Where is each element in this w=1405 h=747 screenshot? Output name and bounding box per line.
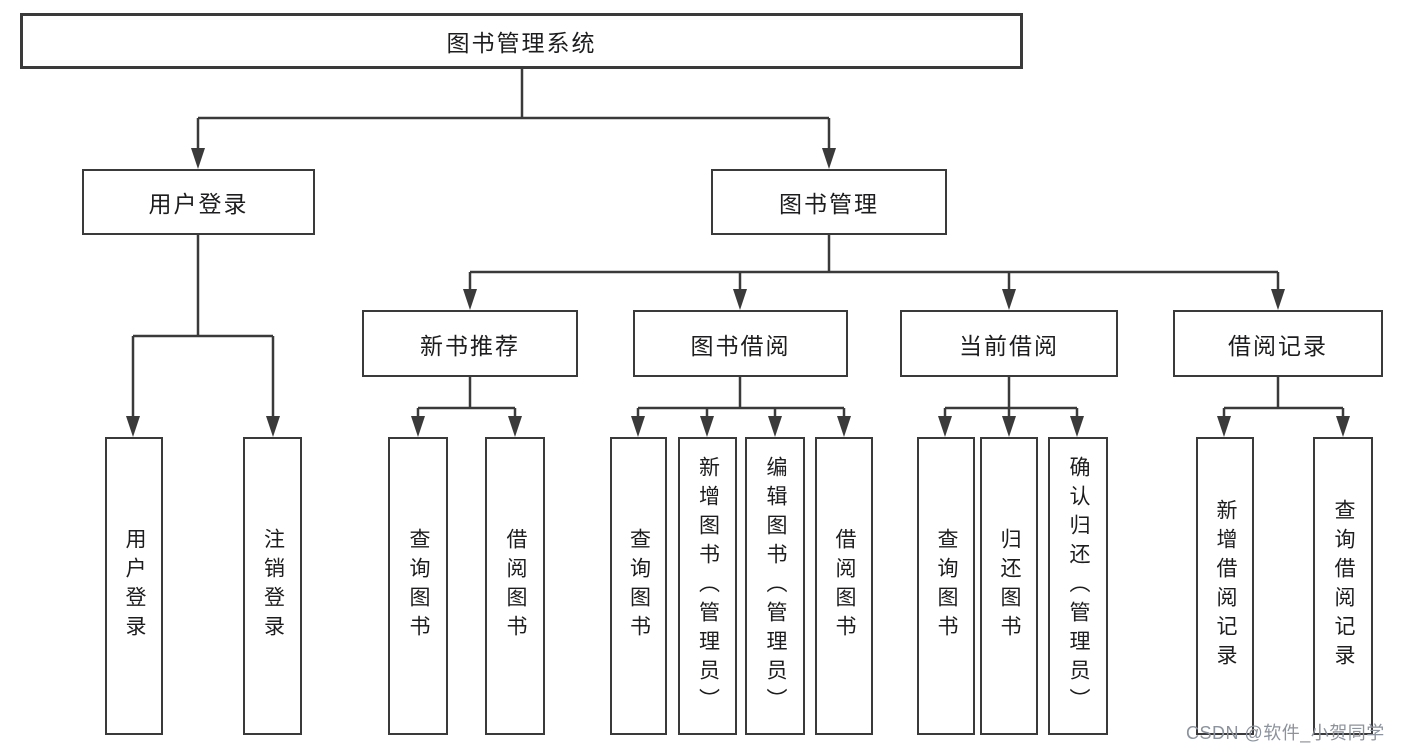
node-current-borrowing: 当前借阅 xyxy=(900,310,1118,377)
node-borrow-books-recommend: 借阅图书 xyxy=(485,437,545,735)
node-label: 用户登录 xyxy=(148,191,249,217)
node-borrowing-records: 借阅记录 xyxy=(1173,310,1383,377)
node-label: 用户登录 xyxy=(123,528,147,644)
node-user-login-leaf: 用户登录 xyxy=(105,437,163,735)
node-user-login: 用户登录 xyxy=(82,169,315,235)
node-label: 图书管理系统 xyxy=(446,30,597,56)
node-label: 图书借阅 xyxy=(690,332,791,359)
node-label: 归还图书 xyxy=(998,528,1022,644)
node-label: 查询图书 xyxy=(627,528,651,644)
node-label: 编辑图书（管理员） xyxy=(764,455,788,717)
node-edit-books-admin: 编辑图书（管理员） xyxy=(745,437,805,735)
node-book-borrowing: 图书借阅 xyxy=(633,310,848,377)
node-borrow-books-borrowing: 借阅图书 xyxy=(815,437,873,735)
node-return-books: 归还图书 xyxy=(980,437,1038,735)
node-search-borrow-record: 查询借阅记录 xyxy=(1313,437,1373,735)
node-label: 确认归还（管理员） xyxy=(1067,455,1091,717)
arrowheads xyxy=(126,148,1350,437)
node-library-management-system: 图书管理系统 xyxy=(20,13,1023,69)
node-label: 借阅记录 xyxy=(1228,332,1328,359)
node-label: 新增图书（管理员） xyxy=(696,455,720,717)
node-label: 图书管理 xyxy=(779,191,879,217)
node-label: 查询图书 xyxy=(407,528,431,644)
node-search-books-borrowing: 查询图书 xyxy=(610,437,667,735)
node-logout: 注销登录 xyxy=(243,437,302,735)
node-label: 新书推荐 xyxy=(420,332,520,359)
node-add-books-admin: 新增图书（管理员） xyxy=(678,437,737,735)
node-label: 当前借阅 xyxy=(959,332,1059,359)
node-search-books-recommend: 查询图书 xyxy=(388,437,448,735)
node-label: 新增借阅记录 xyxy=(1214,499,1238,673)
node-label: 注销登录 xyxy=(261,528,285,644)
node-add-borrow-record: 新增借阅记录 xyxy=(1196,437,1254,735)
node-new-book-recommendation: 新书推荐 xyxy=(362,310,578,377)
csdn-watermark: CSDN @软件_小贺同学 xyxy=(1186,723,1385,743)
node-label: 借阅图书 xyxy=(504,528,528,644)
node-label: 查询图书 xyxy=(935,528,959,644)
node-search-books-current: 查询图书 xyxy=(917,437,975,735)
node-label: 查询借阅记录 xyxy=(1332,499,1356,673)
node-book-management: 图书管理 xyxy=(711,169,947,235)
node-label: 借阅图书 xyxy=(833,528,857,644)
node-confirm-return-admin: 确认归还（管理员） xyxy=(1048,437,1108,735)
